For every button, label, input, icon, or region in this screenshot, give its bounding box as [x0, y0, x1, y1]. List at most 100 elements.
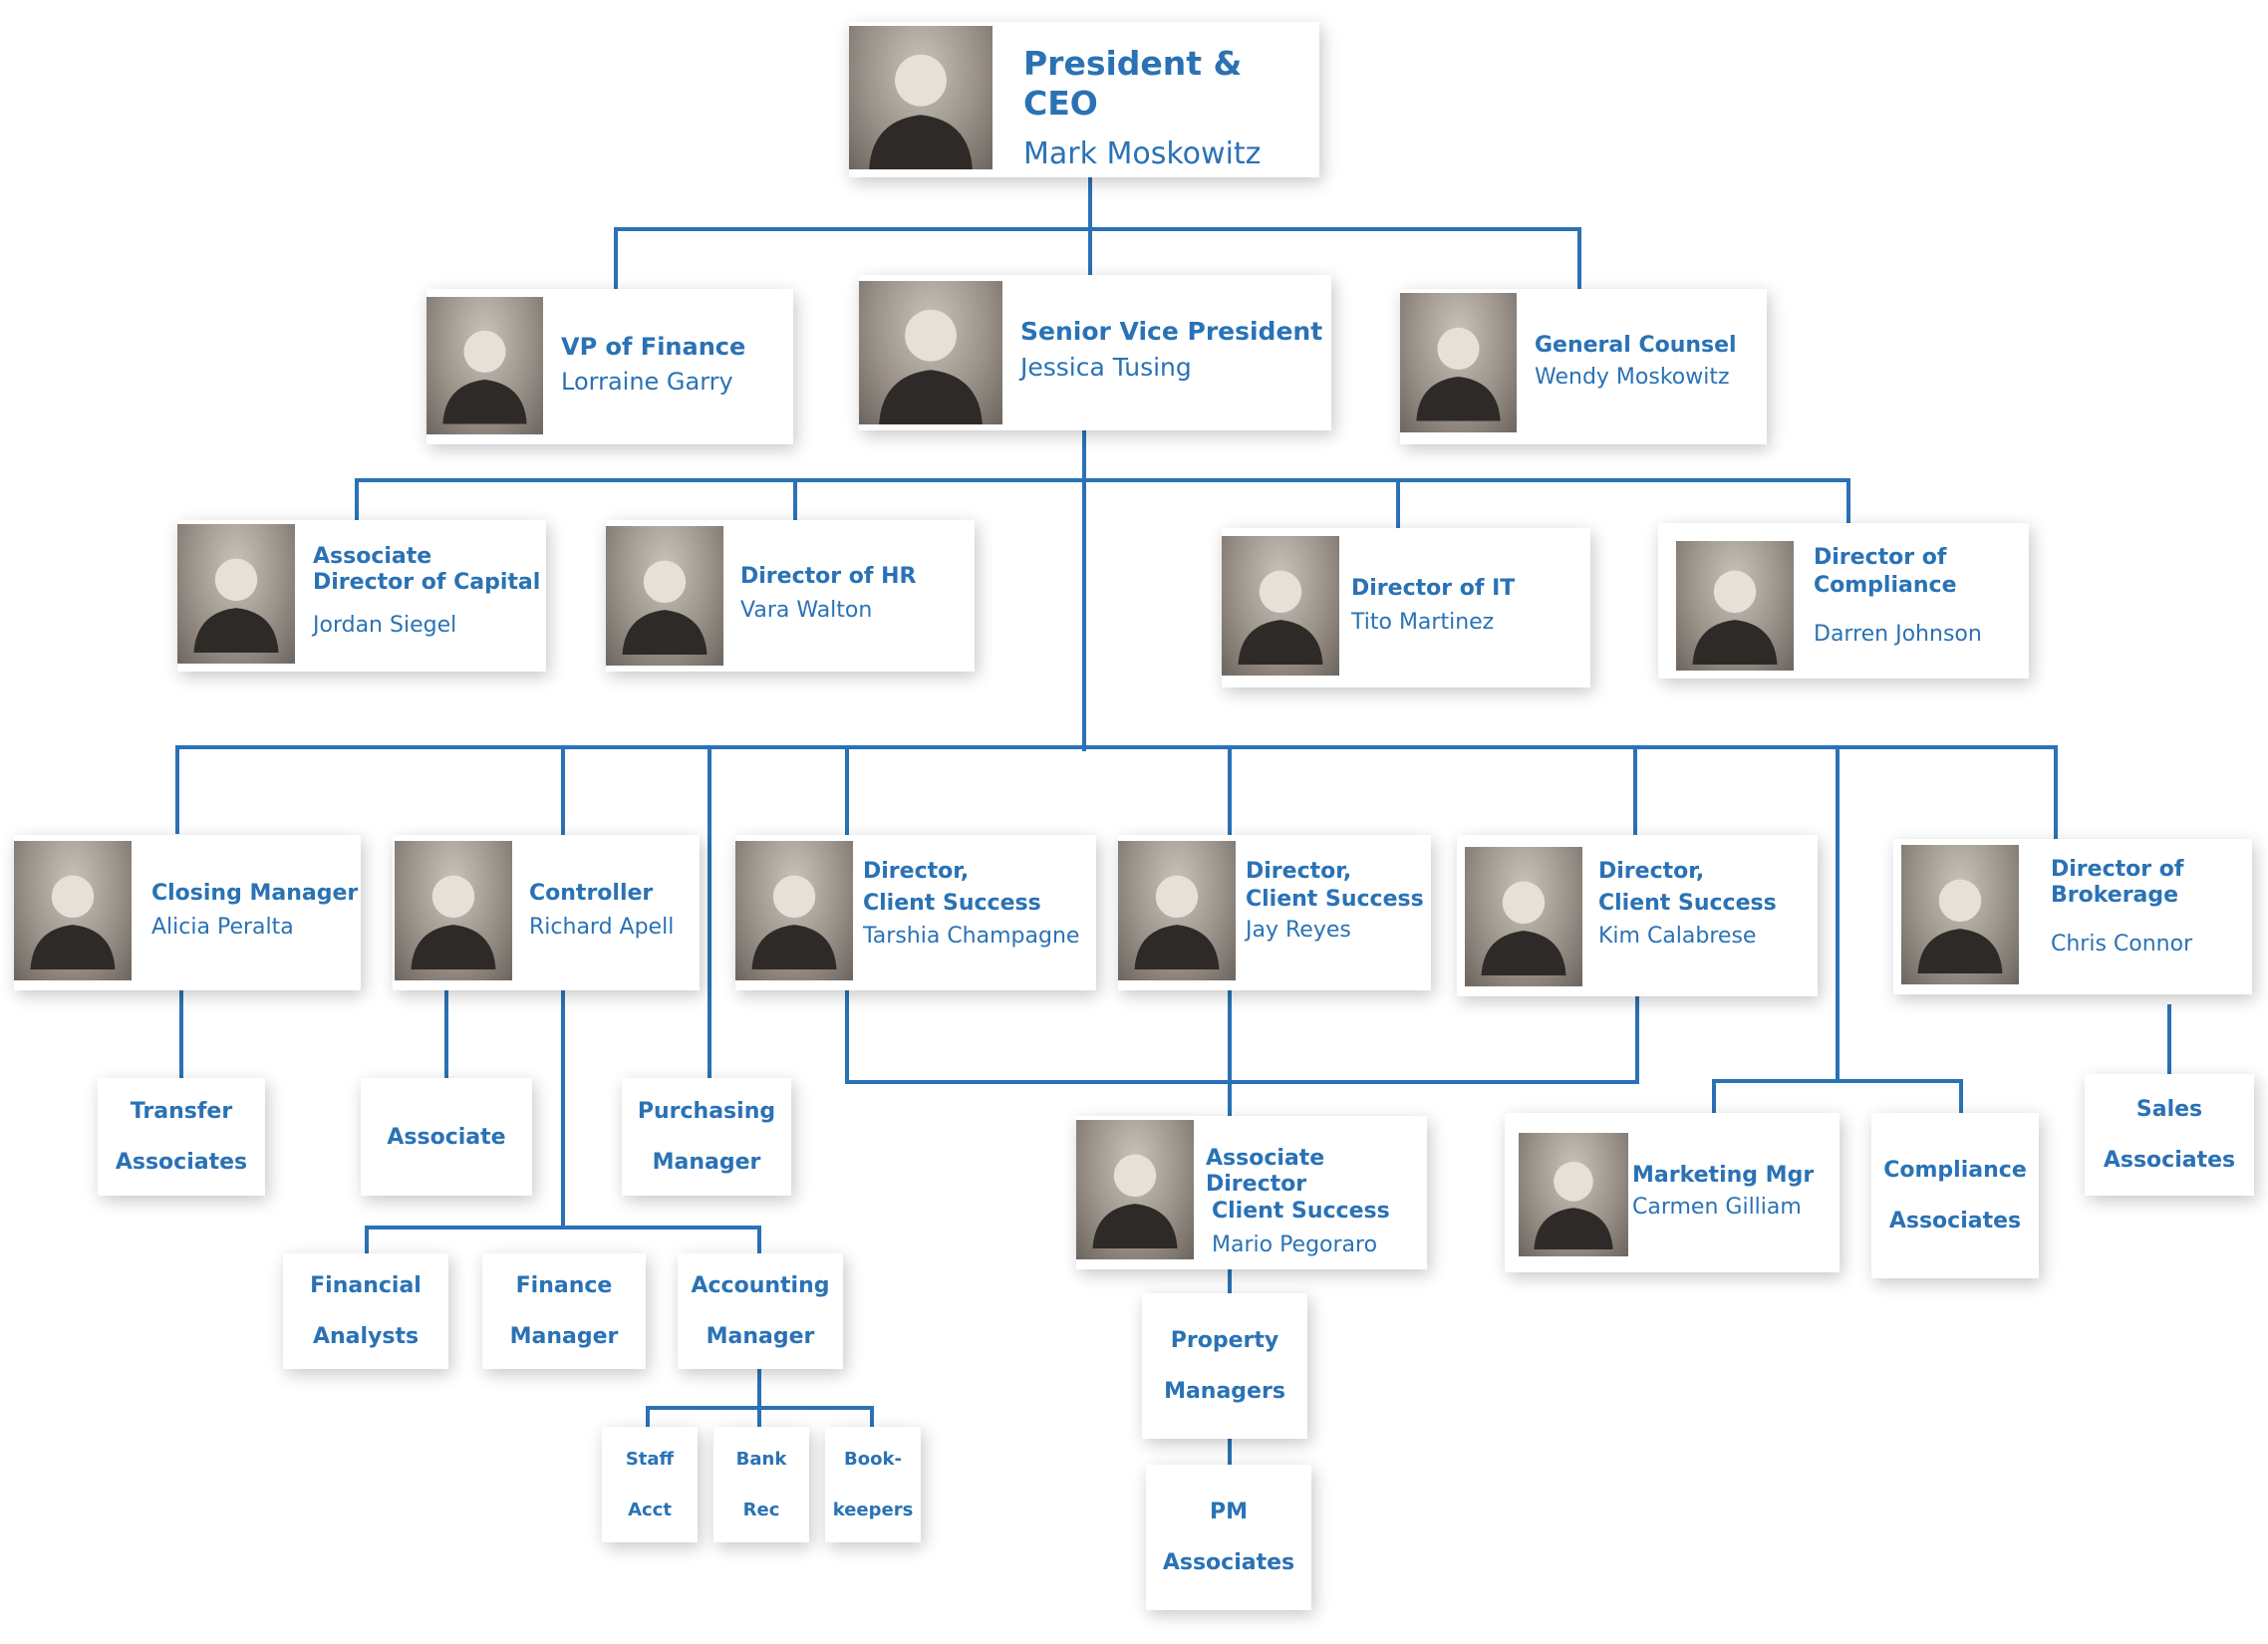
- role-compliance-assoc-line1: Compliance: [1883, 1158, 2027, 1183]
- it-card[interactable]: Director of IT Tito Martinez: [1222, 528, 1590, 687]
- controller-name: Richard Apell: [529, 915, 675, 941]
- role-fin-manager-line2: Manager: [509, 1324, 619, 1349]
- it-name: Tito Martinez: [1351, 610, 1495, 636]
- hr-card[interactable]: Director of HR Vara Walton: [606, 520, 975, 672]
- role-associate[interactable]: Associate: [361, 1078, 532, 1196]
- brokerage-director-title-line1: Director of: [2051, 857, 2184, 882]
- role-transfer-line1: Transfer: [130, 1099, 233, 1124]
- role-financial-analysts[interactable]: Financial Analysts: [283, 1253, 448, 1369]
- role-property-managers[interactable]: Property Managers: [1142, 1293, 1307, 1439]
- ceo-title: President & CEO: [1023, 44, 1243, 123]
- role-bank-rec[interactable]: Bank Rec: [713, 1427, 809, 1542]
- svp-photo: [859, 281, 1002, 424]
- client-success-director-3-card[interactable]: Director, Client Success Kim Calabrese: [1457, 835, 1818, 996]
- person-portrait-icon: [1534, 1162, 1613, 1249]
- brokerage-director-name: Chris Connor: [2051, 931, 2193, 957]
- role-purchasing-line1: Purchasing: [637, 1099, 776, 1124]
- person-portrait-icon: [751, 875, 837, 969]
- controller-title: Controller: [529, 881, 654, 906]
- capital-title-line2: Director of Capital: [313, 570, 541, 596]
- closing-manager-title: Closing Manager: [151, 881, 359, 906]
- associate-director-client-success-photo: [1076, 1120, 1194, 1259]
- role-bookkeepers[interactable]: Book- keepers: [825, 1427, 921, 1542]
- associate-director-client-success-title-line1: Associate Director: [1206, 1146, 1325, 1198]
- client-success-director-1-name: Tarshia Champagne: [863, 923, 1080, 949]
- role-compliance-associates[interactable]: Compliance Associates: [1871, 1113, 2039, 1278]
- role-pm-assoc-line1: PM: [1209, 1500, 1249, 1524]
- person-portrait-icon: [1917, 879, 2003, 973]
- role-purchasing-line2: Manager: [652, 1150, 761, 1175]
- role-staff-acct[interactable]: Staff Acct: [602, 1427, 698, 1542]
- person-portrait-icon: [193, 558, 279, 653]
- svp-card[interactable]: Senior Vice President Jessica Tusing: [859, 275, 1331, 430]
- role-acct-manager-line1: Accounting: [691, 1273, 830, 1298]
- role-sales-line1: Sales: [2135, 1097, 2203, 1122]
- vp-finance-name: Lorraine Garry: [561, 367, 733, 396]
- role-bookkeepers-line1: Book-: [844, 1449, 902, 1470]
- client-success-director-2-name: Jay Reyes: [1246, 917, 1351, 943]
- associate-director-client-success-title-line2: Client Success: [1212, 1198, 1390, 1224]
- vp-finance-title: VP of Finance: [561, 333, 746, 361]
- person-portrait-icon: [1416, 327, 1501, 421]
- client-success-director-2-photo: [1118, 841, 1236, 980]
- role-property-line2: Managers: [1164, 1379, 1285, 1404]
- compliance-director-title-line2: Compliance: [1814, 573, 1957, 599]
- ceo-card[interactable]: President & CEO Mark Moskowitz: [849, 22, 1319, 177]
- client-success-director-2-title-line1: Director,: [1246, 859, 1352, 884]
- capital-name: Jordan Siegel: [313, 612, 457, 638]
- person-portrait-icon: [869, 54, 973, 169]
- associate-director-client-success-name: Mario Pegoraro: [1212, 1233, 1378, 1258]
- compliance-director-card[interactable]: Director of Compliance Darren Johnson: [1658, 523, 2029, 679]
- capital-title-line1: Associate: [313, 544, 432, 569]
- client-success-director-3-photo: [1465, 847, 1582, 986]
- role-accounting-manager[interactable]: Accounting Manager: [678, 1253, 843, 1369]
- person-portrait-icon: [1481, 881, 1566, 975]
- person-portrait-icon: [1692, 570, 1778, 665]
- person-portrait-icon: [1238, 570, 1323, 665]
- role-finance-manager[interactable]: Finance Manager: [482, 1253, 646, 1369]
- role-fin-analysts-line1: Financial: [310, 1273, 422, 1298]
- general-counsel-card[interactable]: General Counsel Wendy Moskowitz: [1400, 289, 1767, 444]
- marketing-manager-title: Marketing Mgr: [1632, 1163, 1815, 1188]
- client-success-director-1-title-line2: Client Success: [863, 891, 1041, 917]
- closing-manager-photo: [14, 841, 132, 980]
- role-pm-associates[interactable]: PM Associates: [1146, 1465, 1311, 1610]
- brokerage-director-card[interactable]: Director of Brokerage Chris Connor: [1893, 839, 2252, 994]
- role-transfer-associates[interactable]: Transfer Associates: [98, 1078, 265, 1196]
- client-success-director-1-title-line1: Director,: [863, 859, 970, 884]
- closing-manager-card[interactable]: Closing Manager Alicia Peralta: [14, 835, 361, 990]
- role-purchasing-manager[interactable]: Purchasing Manager: [622, 1078, 791, 1196]
- general-counsel-title: General Counsel: [1535, 333, 1737, 358]
- person-portrait-icon: [1134, 875, 1220, 969]
- controller-card[interactable]: Controller Richard Apell: [393, 835, 700, 990]
- capital-card[interactable]: Associate Director of Capital Jordan Sie…: [177, 520, 546, 672]
- marketing-manager-name: Carmen Gilliam: [1632, 1195, 1802, 1221]
- vp-finance-photo: [426, 297, 543, 434]
- role-compliance-assoc-line2: Associates: [1888, 1209, 2022, 1233]
- client-success-director-2-title-line2: Client Success: [1246, 887, 1424, 913]
- client-success-director-1-card[interactable]: Director, Client Success Tarshia Champag…: [735, 835, 1096, 990]
- person-portrait-icon: [411, 875, 496, 969]
- general-counsel-photo: [1400, 293, 1517, 432]
- svp-title: Senior Vice President: [1020, 317, 1323, 346]
- compliance-director-name: Darren Johnson: [1814, 621, 1982, 647]
- ceo-name: Mark Moskowitz: [1023, 137, 1262, 172]
- person-portrait-icon: [1092, 1154, 1178, 1248]
- compliance-director-photo: [1676, 541, 1794, 671]
- associate-director-client-success-card[interactable]: Associate Director Client Success Mario …: [1076, 1116, 1427, 1269]
- svp-name: Jessica Tusing: [1020, 353, 1192, 382]
- role-transfer-line2: Associates: [115, 1150, 248, 1175]
- marketing-manager-card[interactable]: Marketing Mgr Carmen Gilliam: [1505, 1113, 1840, 1272]
- person-portrait-icon: [30, 875, 116, 969]
- role-bookkeepers-line2: keepers: [832, 1500, 914, 1520]
- ceo-photo: [849, 26, 992, 169]
- client-success-director-3-title-line1: Director,: [1598, 859, 1705, 884]
- vp-finance-card[interactable]: VP of Finance Lorraine Garry: [426, 289, 793, 444]
- client-success-director-2-card[interactable]: Director, Client Success Jay Reyes: [1118, 835, 1431, 990]
- hr-title: Director of HR: [740, 564, 917, 589]
- role-bank-rec-line1: Bank: [735, 1449, 787, 1470]
- role-sales-associates[interactable]: Sales Associates: [2085, 1074, 2254, 1196]
- role-acct-manager-line2: Manager: [706, 1324, 815, 1349]
- controller-photo: [395, 841, 512, 980]
